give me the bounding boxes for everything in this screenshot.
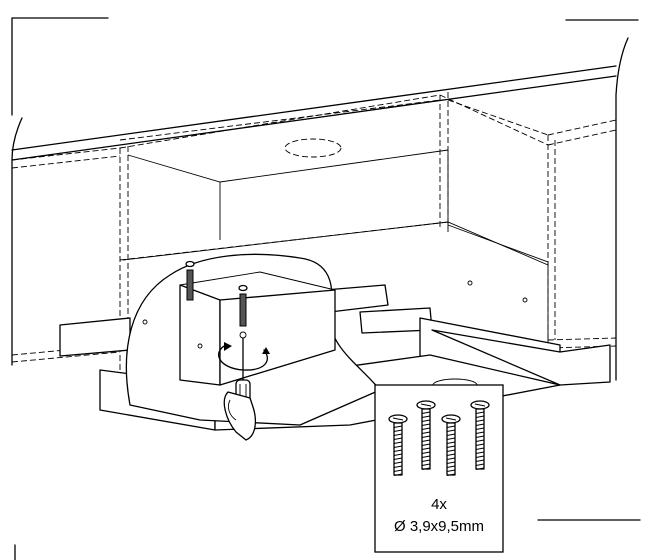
screw-thread-line	[446, 465, 456, 468]
corner-marks	[11, 17, 641, 560]
hood-housing	[119, 138, 549, 345]
screw-thread-line	[446, 453, 456, 456]
screw-illustration-1	[388, 414, 408, 476]
screw-thread-line	[393, 469, 403, 472]
screw-thread-line	[475, 411, 485, 414]
screw-thread-line	[446, 473, 456, 476]
screw-thread-line	[393, 425, 403, 428]
screw-thread-line	[393, 461, 403, 464]
screw-thread-line	[421, 459, 431, 462]
screw-spec: Ø 3,9x9,5mm	[394, 518, 484, 535]
screw-thread-line	[446, 425, 456, 428]
screw-thread-line	[446, 449, 456, 452]
screw-thread-line	[421, 463, 431, 466]
detail-cutout	[125, 253, 381, 426]
screw-thread-line	[475, 415, 485, 418]
screw-callout-box: 4x Ø 3,9x9,5mm	[374, 384, 504, 553]
screw-thread-line	[421, 415, 431, 418]
screw-thread-line	[446, 433, 456, 436]
screw-thread-line	[421, 427, 431, 430]
screw-thread-line	[475, 463, 485, 466]
screw-thread-line	[446, 429, 456, 432]
screw-thread-line	[475, 447, 485, 450]
screw-thread-line	[421, 431, 431, 434]
screw-thread-line	[446, 469, 456, 472]
screw-thread-line	[446, 461, 456, 464]
screw-thread-line	[446, 441, 456, 444]
screw-thread-line	[475, 419, 485, 422]
screw-thread-line	[393, 453, 403, 456]
screw-thread-line	[475, 443, 485, 446]
screw-thread-line	[475, 435, 485, 438]
screw-thread-line	[421, 447, 431, 450]
screw-thread-line	[475, 451, 485, 454]
screw-thread-line	[475, 427, 485, 430]
screw-thread-line	[421, 451, 431, 454]
screw-thread-line	[393, 473, 403, 476]
screw-thread-line	[393, 445, 403, 448]
cabinet-outline	[11, 37, 629, 381]
screw-thread-line	[475, 455, 485, 458]
screw-thread-line	[393, 449, 403, 452]
screw-thread-line	[421, 419, 431, 422]
screw-thread-line	[393, 441, 403, 444]
screw-thread-line	[393, 429, 403, 432]
screw-thread-line	[393, 457, 403, 460]
screw-thread-line	[421, 411, 431, 414]
screw-thread-line	[475, 423, 485, 426]
screw-thread-line	[421, 435, 431, 438]
screw-threads	[393, 411, 485, 476]
screw-thread-line	[446, 437, 456, 440]
screw-thread-line	[421, 423, 431, 426]
screw-thread-line	[475, 431, 485, 434]
screw-thread-line	[446, 445, 456, 448]
screw-thread-line	[475, 439, 485, 442]
screw-thread-line	[393, 437, 403, 440]
screw-thread-line	[475, 459, 485, 462]
screw-thread-line	[393, 433, 403, 436]
screw-thread-line	[475, 467, 485, 470]
screw-illustration-4	[470, 400, 490, 470]
screwdriver-hand	[217, 337, 270, 441]
screw-thread-line	[421, 439, 431, 442]
screw-thread-line	[421, 467, 431, 470]
screw-thread-line	[421, 443, 431, 446]
screw-quantity: 4x	[431, 496, 447, 513]
screw-thread-line	[446, 457, 456, 460]
screw-thread-line	[393, 465, 403, 468]
screw-thread-line	[421, 455, 431, 458]
screws-inserted	[185, 260, 248, 339]
